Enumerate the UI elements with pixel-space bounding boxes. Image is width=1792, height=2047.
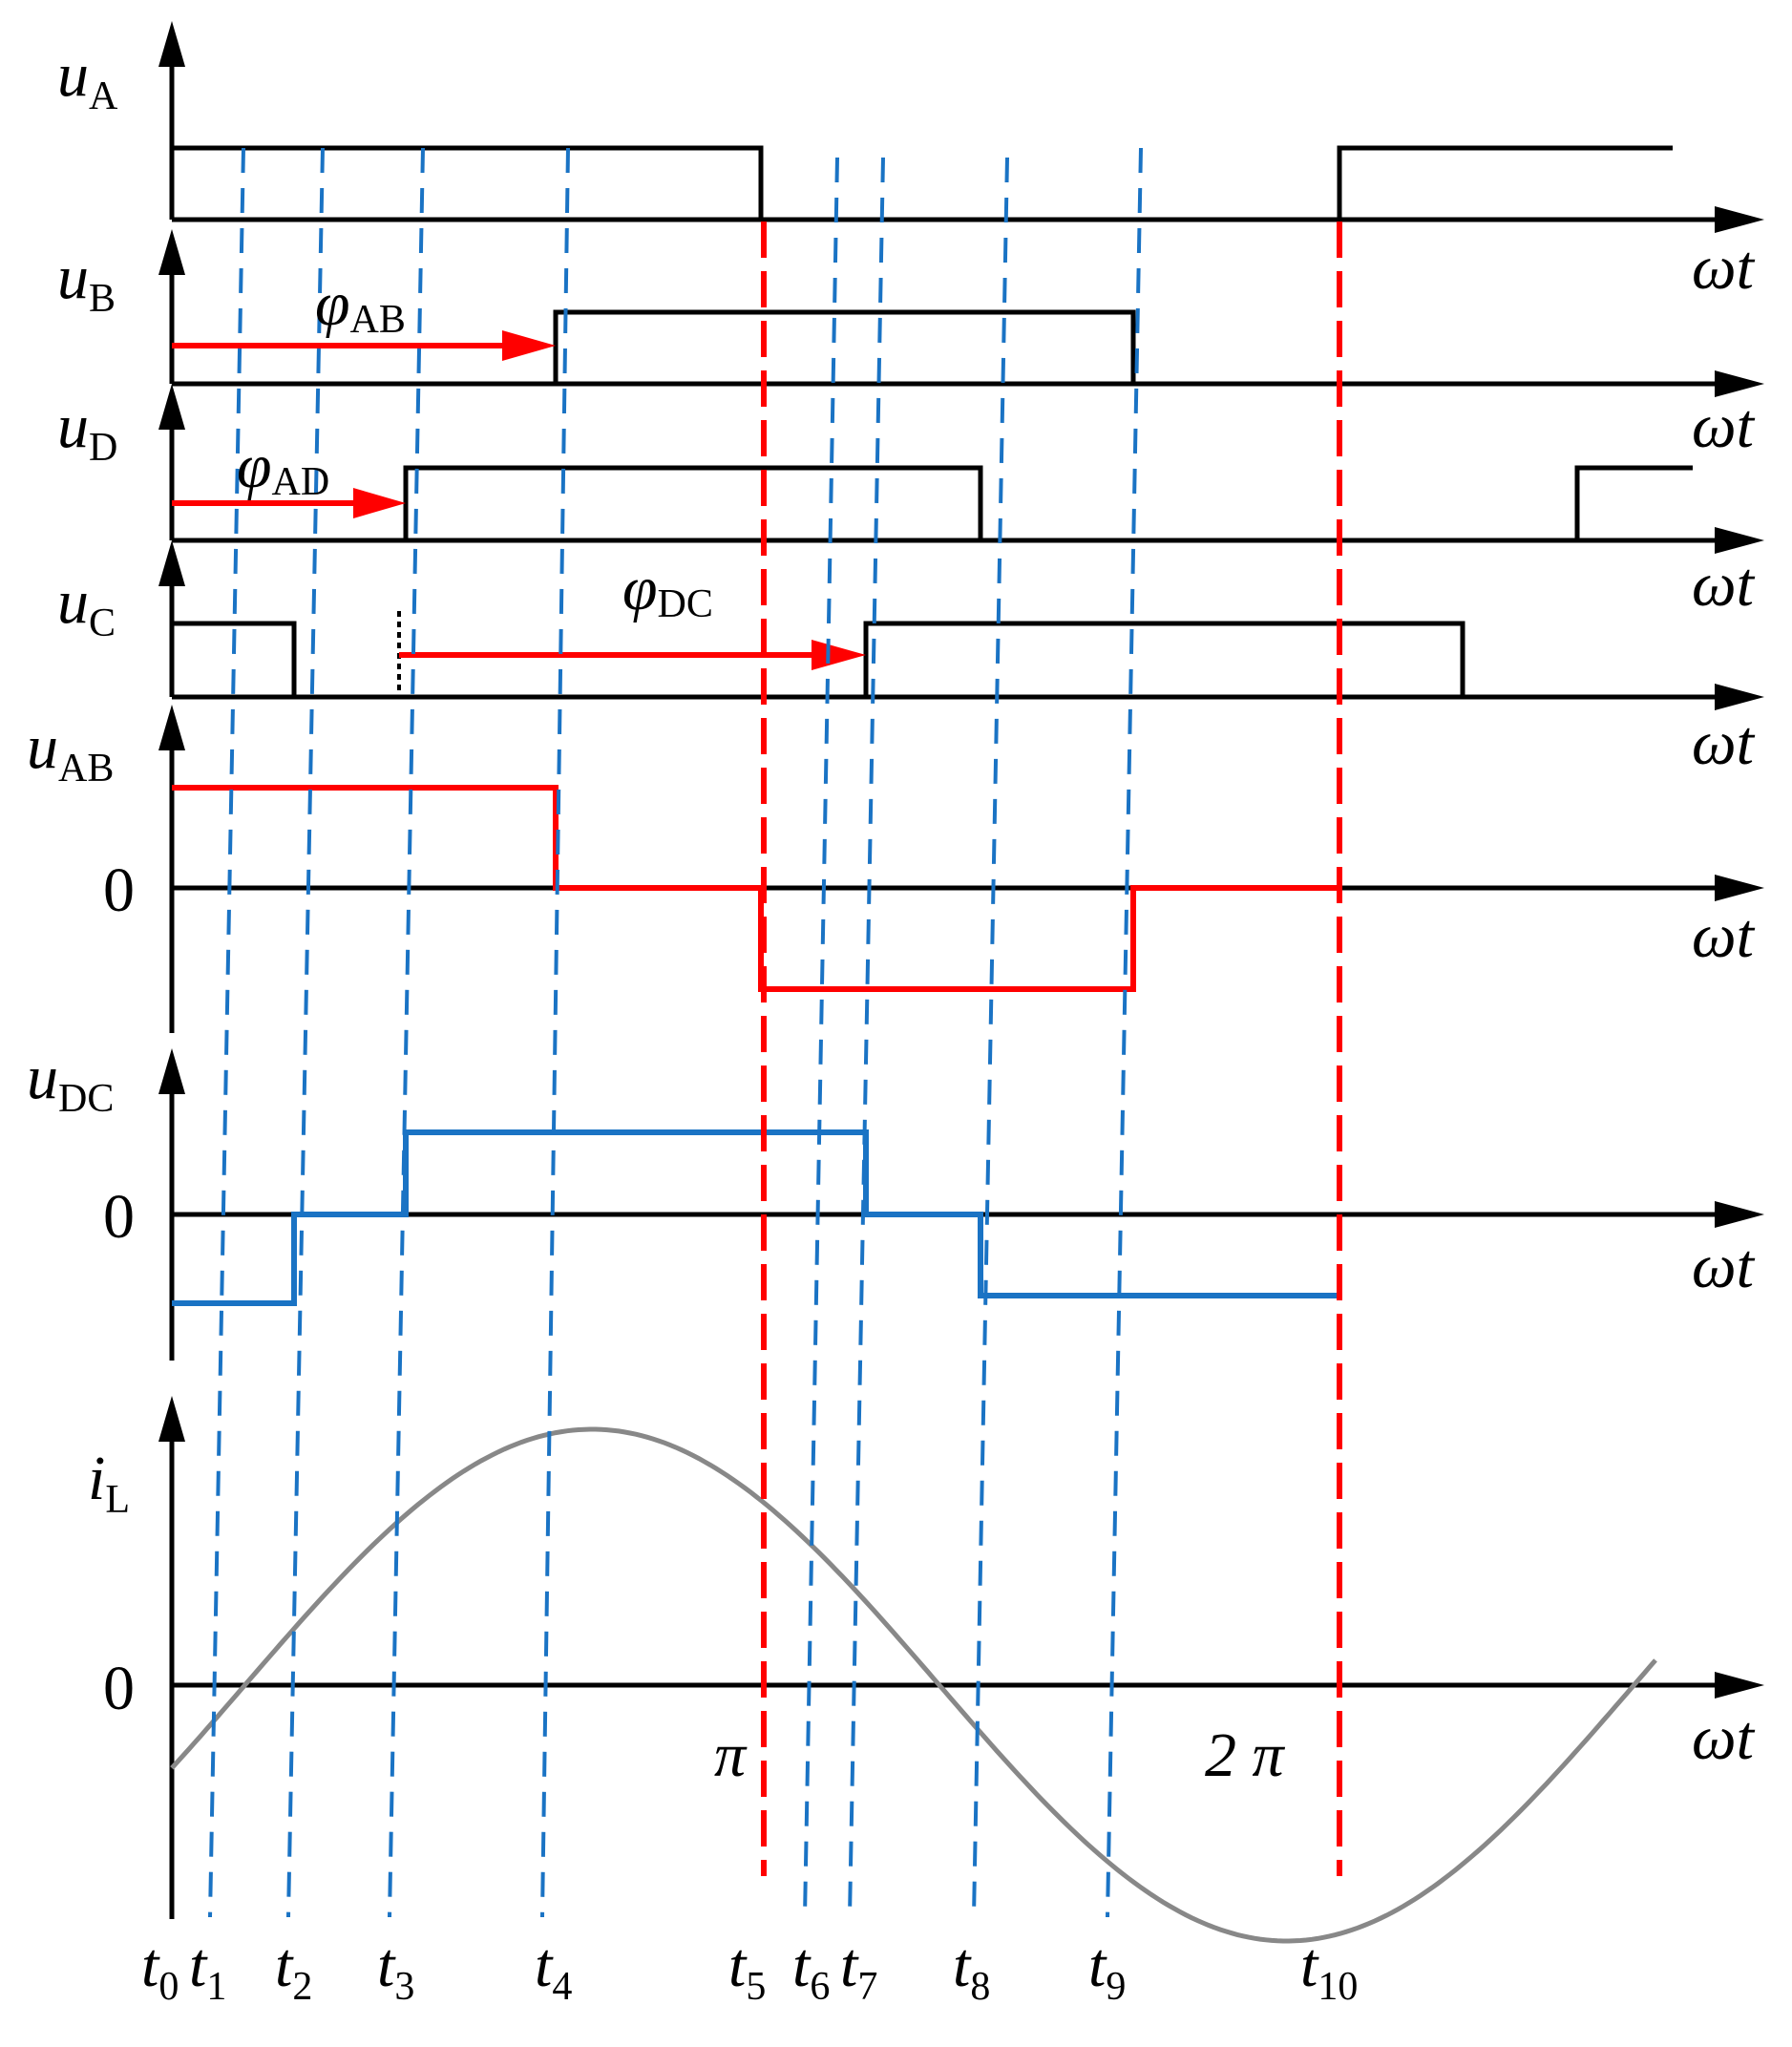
uA-time-arrowhead <box>1715 206 1764 233</box>
omega-t-labels: ωt ωt ωt ωt ωt ωt ωt <box>1692 233 1756 1773</box>
uB-pulse <box>553 309 1136 384</box>
uD-pulse-1 <box>403 465 983 540</box>
uAB-omega-t-label: ωt <box>1692 901 1756 971</box>
uD-omega-t-label: ωt <box>1692 391 1756 461</box>
uA-pulse-1 <box>172 145 764 220</box>
uAB-time-arrowhead <box>1715 875 1764 901</box>
t1-label: t1 <box>189 1931 226 2009</box>
phiAB-label: φAB <box>315 269 406 342</box>
t0-label: t0 <box>141 1931 179 2009</box>
horizontal-axes <box>172 206 1764 1699</box>
uB-label: uB <box>57 243 116 321</box>
iL-time-arrowhead <box>1715 1672 1764 1699</box>
pi-label: π <box>714 1720 748 1790</box>
t2-label: t2 <box>275 1931 312 2009</box>
phase-arrows <box>172 330 866 670</box>
t7-marker-line <box>848 157 885 1918</box>
t7-label: t7 <box>840 1931 877 2009</box>
pulse-waveforms <box>172 145 1693 697</box>
uA-label: uA <box>57 40 118 118</box>
t10-label: t10 <box>1300 1931 1358 2009</box>
t3-label: t3 <box>377 1931 414 2009</box>
phiAD-arrowhead <box>353 488 406 518</box>
phiDC-arrowhead <box>812 640 866 670</box>
t9-marker-line <box>1106 147 1143 1918</box>
t3-marker-line <box>388 147 425 1918</box>
uC-axis-arrowhead <box>158 540 185 586</box>
uAB-label: uAB <box>27 712 114 791</box>
zero-labels: 0 0 0 <box>103 855 135 1723</box>
iL-label: iL <box>88 1444 130 1522</box>
time-marker-lines <box>208 147 1342 1918</box>
iL-omega-t-label: ωt <box>1692 1703 1756 1773</box>
uD-label: uD <box>57 391 117 470</box>
t2-marker-line <box>286 147 325 1918</box>
t4-label: t4 <box>535 1931 572 2009</box>
uA-pulse-2 <box>1337 145 1673 220</box>
iL-zero-label: 0 <box>103 1654 135 1723</box>
uDC-zero-label: 0 <box>103 1182 135 1252</box>
uDC-label: uDC <box>27 1043 114 1121</box>
vertical-axes <box>158 21 185 1919</box>
uDC-axis-arrowhead <box>158 1048 185 1094</box>
uD-pulse-2 <box>1574 465 1693 540</box>
phase-labels: φAB φAD φDC <box>237 269 713 626</box>
t5-label: t5 <box>728 1931 766 2009</box>
uC-omega-t-label-2: ωt <box>1692 708 1756 778</box>
phiDC-label: φDC <box>622 554 713 626</box>
two-pi-label: 2 π <box>1205 1720 1286 1790</box>
uDC-time-arrowhead <box>1715 1201 1764 1228</box>
t1-marker-line <box>208 147 245 1918</box>
uAB-axis-arrowhead <box>158 705 185 750</box>
uD-axis-arrowhead <box>158 384 185 430</box>
iL-waveform <box>170 1426 1657 1944</box>
uC-omega-t-label: ωt <box>1692 550 1756 620</box>
uB-omega-t-label: ωt <box>1692 233 1756 303</box>
uAB-zero-label: 0 <box>103 855 135 925</box>
uDC-omega-t-label: ωt <box>1692 1232 1756 1301</box>
uDC-waveform <box>172 1129 1339 1306</box>
t9-label: t9 <box>1088 1931 1126 2009</box>
t4-marker-line <box>540 147 570 1918</box>
t8-marker-line <box>972 157 1009 1918</box>
t6-marker-line <box>803 157 839 1918</box>
iL-axis-arrowhead <box>158 1396 185 1442</box>
panel-labels: uA uB uD uC uAB uDC iL <box>27 40 130 1522</box>
uB-time-arrowhead <box>1715 370 1764 397</box>
uD-time-arrowhead <box>1715 527 1764 554</box>
uC-pulse-1 <box>172 621 297 697</box>
t8-label: t8 <box>953 1931 990 2009</box>
uB-axis-arrowhead <box>158 229 185 275</box>
phiAB-arrowhead <box>502 330 556 361</box>
t6-label: t6 <box>792 1931 830 2009</box>
uC-label: uC <box>57 567 116 645</box>
uC-pulse-2 <box>863 621 1465 697</box>
phiAD-label: φAD <box>237 432 329 504</box>
uA-axis-arrowhead <box>158 21 185 67</box>
uC-time-arrowhead <box>1715 684 1764 710</box>
